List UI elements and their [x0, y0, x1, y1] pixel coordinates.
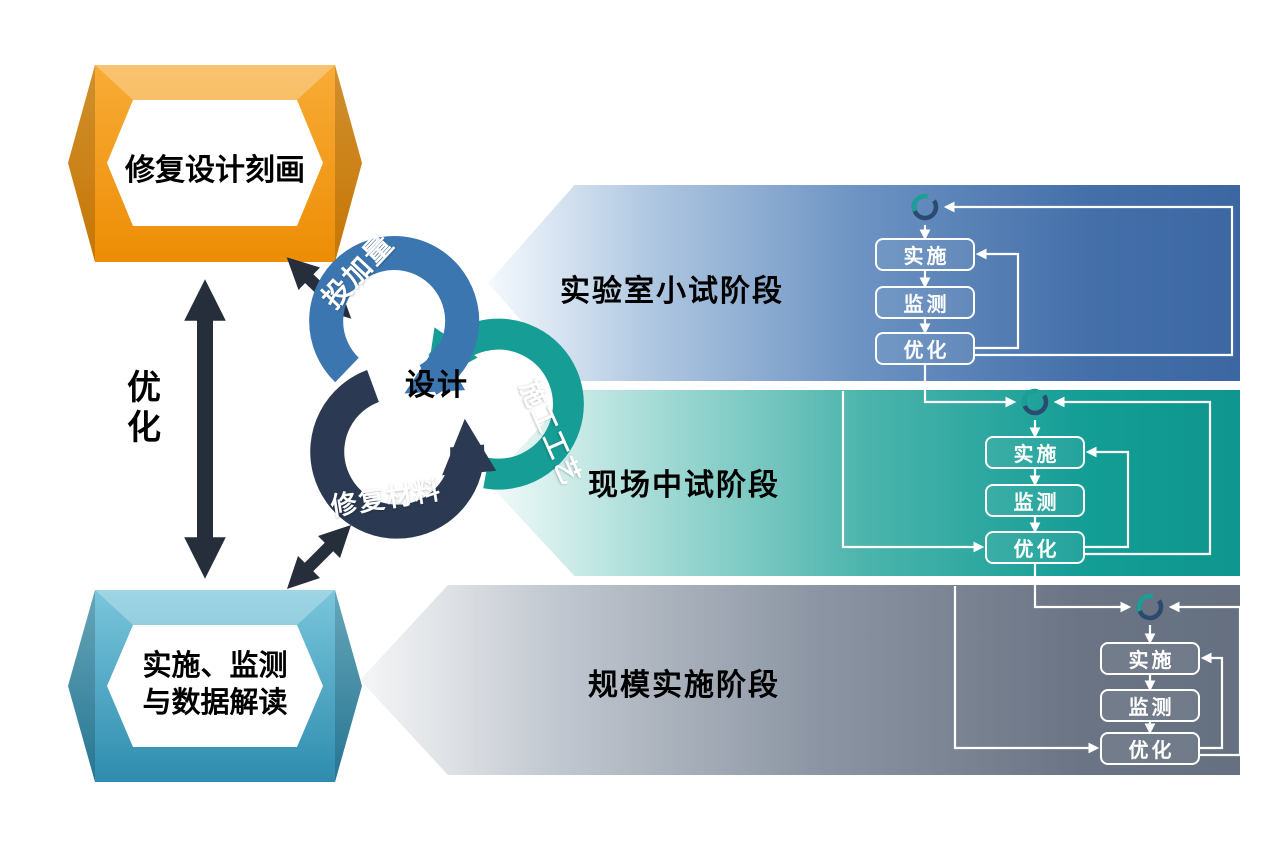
cycle-to-implementation-arrow: [286, 524, 352, 590]
material-ring-label: 修复材料: [328, 474, 444, 522]
stage2-step-monitor: 监测: [985, 484, 1085, 517]
stage3-title: 规模实施阶段: [588, 669, 780, 702]
optimize-label: 优 化: [124, 368, 164, 448]
stage3-step-monitor: 监测: [1100, 689, 1200, 722]
stage2-step-implement: 实施: [985, 436, 1085, 469]
dosage-ring-label: 投加量: [316, 227, 401, 315]
implementation-banner-line2: 与数据解读: [142, 687, 288, 719]
implementation-banner-label: 实施、监测 与数据解读: [100, 648, 330, 722]
optimize-char-2: 化: [127, 409, 161, 447]
stage1-title: 实验室小试阶段: [560, 275, 784, 308]
stage1-step-implement: 实施: [875, 238, 975, 271]
stage2-step-optimize: 优化: [985, 531, 1085, 564]
design-banner-label: 修复设计刻画: [125, 154, 305, 187]
optimize-char-1: 优: [127, 369, 161, 407]
stage3-step-implement: 实施: [1100, 642, 1200, 675]
stage1-step-monitor: 监测: [875, 286, 975, 319]
cycle-center-label: 设计: [405, 369, 469, 402]
stage1-step-optimize: 优化: [875, 332, 975, 365]
stage2-title: 现场中试阶段: [588, 469, 780, 502]
stage3-step-optimize: 优化: [1100, 732, 1200, 765]
implementation-banner-line1: 实施、监测: [142, 650, 288, 682]
